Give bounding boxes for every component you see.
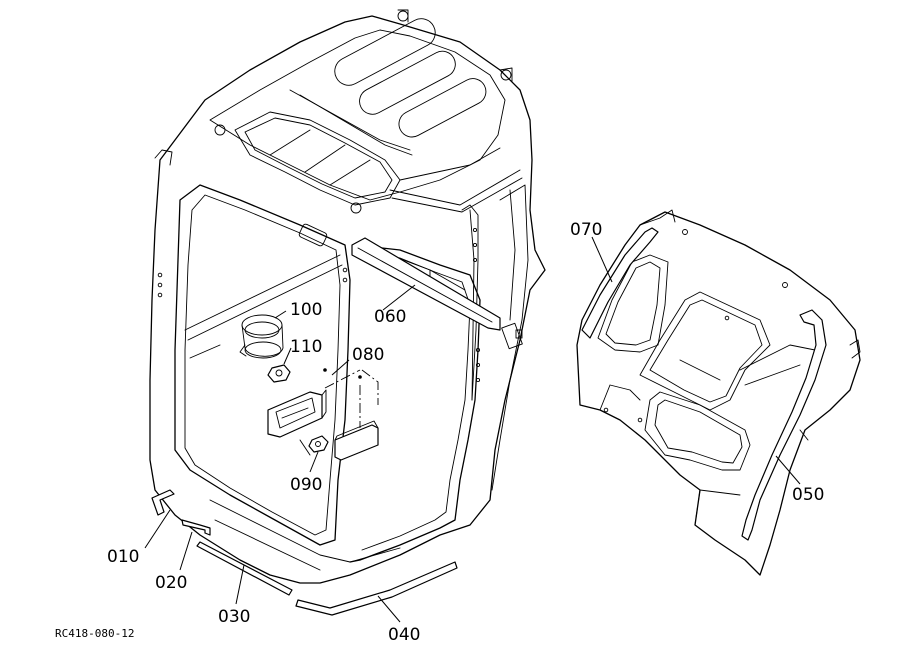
reference-code: RC418-080-12	[55, 627, 134, 640]
cab-frame	[149, 9, 546, 584]
leader-lines	[144, 236, 801, 623]
receptacle-080	[267, 368, 379, 461]
seal-strip-040	[295, 561, 458, 616]
gasket-050	[741, 309, 827, 541]
corner-seal-010	[151, 489, 175, 516]
callout-050: 050	[792, 485, 824, 505]
callout-090: 090	[290, 475, 322, 495]
rear-panel	[576, 209, 861, 576]
bolt-110	[267, 364, 291, 383]
gasket-070	[581, 227, 659, 339]
callout-040: 040	[388, 625, 420, 645]
callout-110: 110	[290, 337, 322, 357]
callout-070: 070	[570, 220, 602, 240]
callout-010: 010	[107, 547, 139, 567]
callout-100: 100	[290, 300, 322, 320]
seal-strip-030	[196, 541, 293, 596]
gasket-strip-060	[351, 237, 501, 331]
callout-080: 080	[352, 345, 384, 365]
cup-holder-100	[239, 314, 284, 359]
seal-020	[181, 519, 211, 536]
callout-060: 060	[374, 307, 406, 327]
bolt-090	[308, 435, 329, 453]
callout-020: 020	[155, 573, 187, 593]
callout-030: 030	[218, 607, 250, 627]
callout-labels: 010 020 030 040 050 060 070 080 090 100 …	[107, 220, 824, 645]
